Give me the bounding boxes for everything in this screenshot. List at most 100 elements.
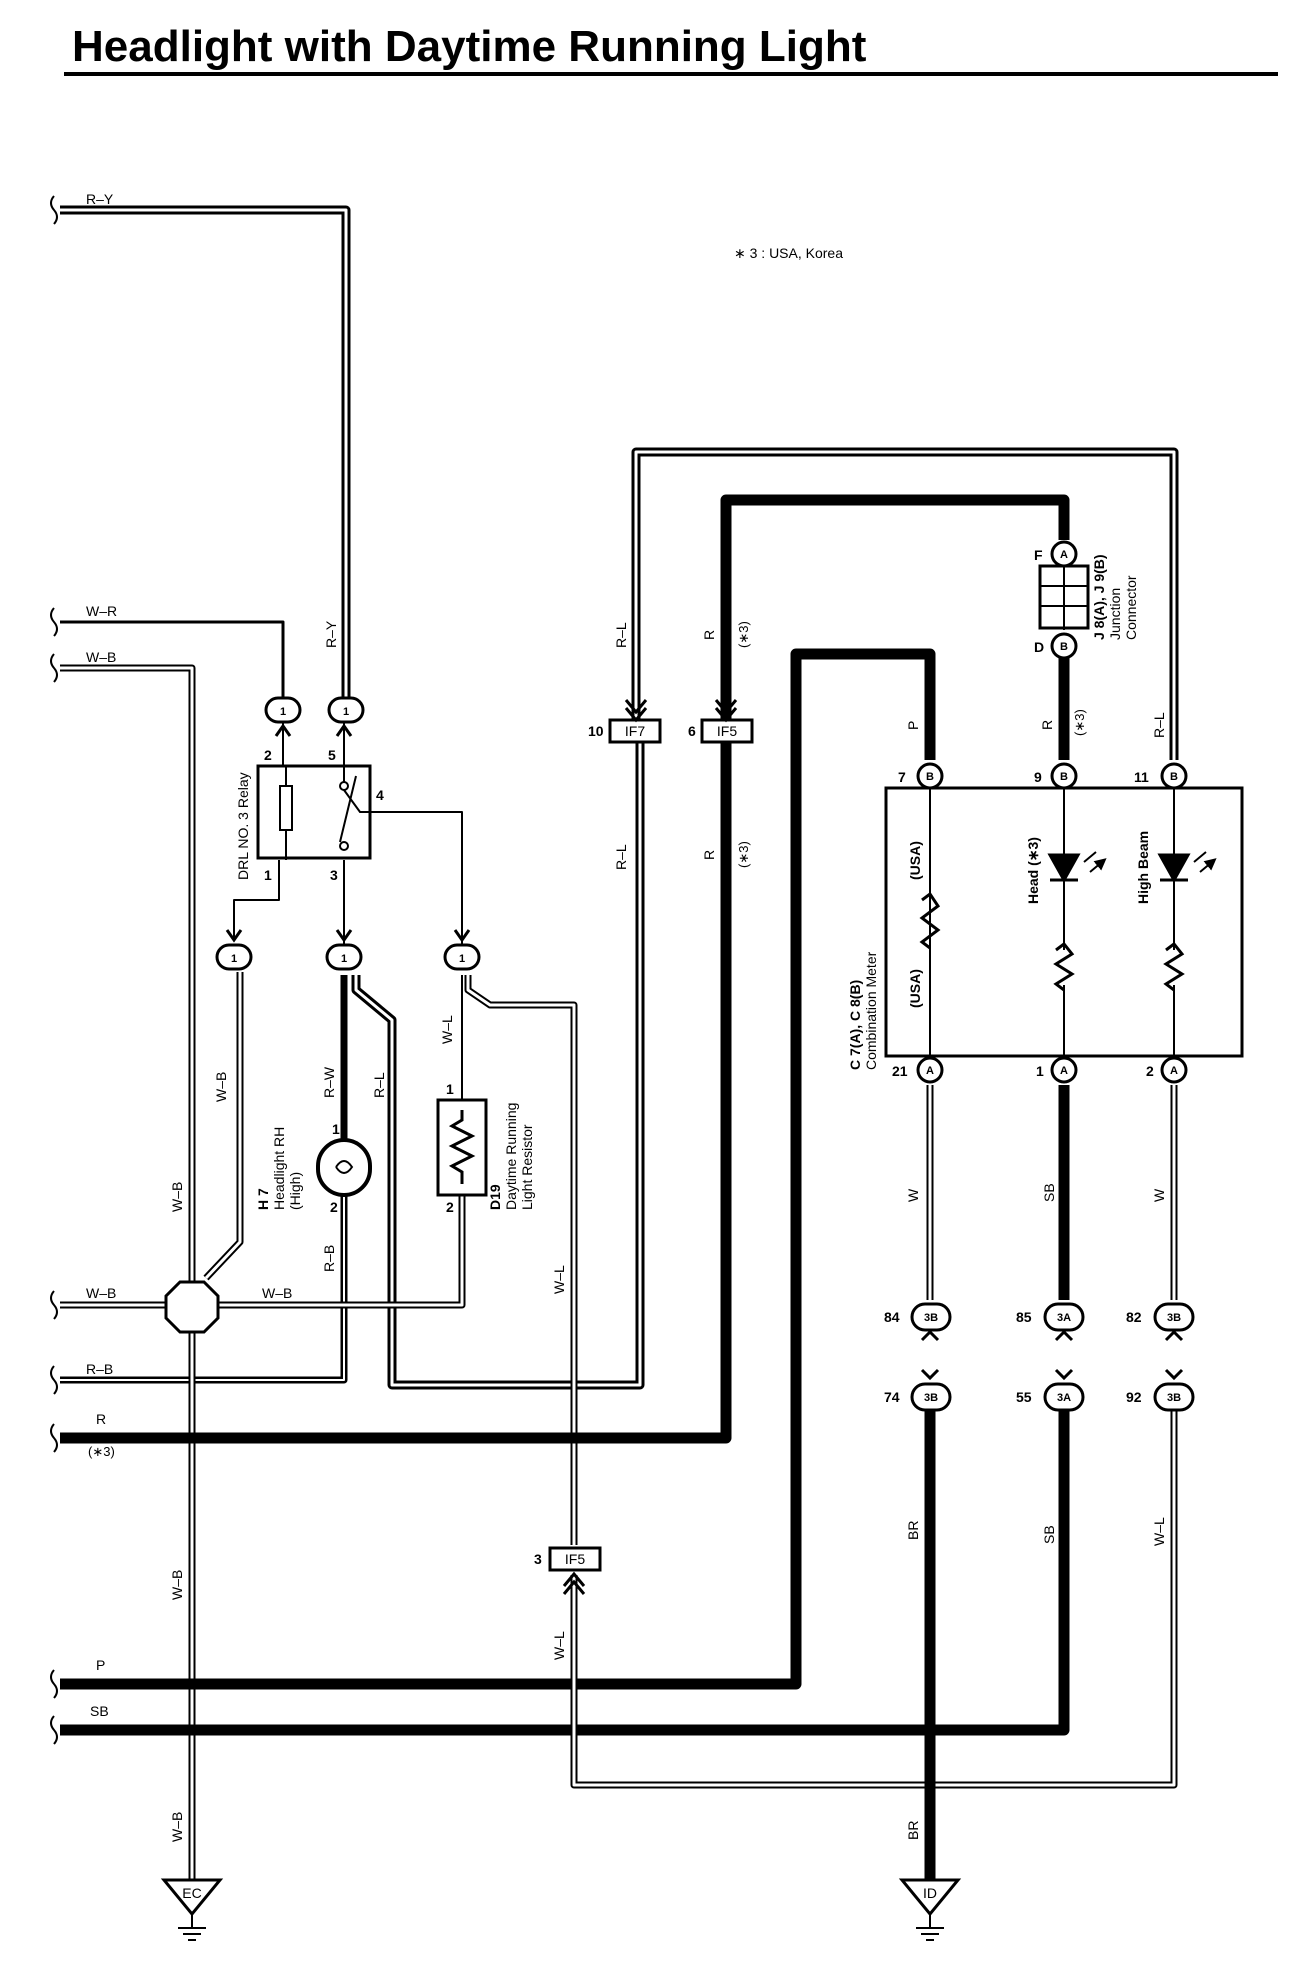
meter-pin-11: 11 — [1134, 769, 1149, 785]
pin-55: 55 — [1016, 1389, 1032, 1405]
conn-m1: A — [1060, 1065, 1068, 1077]
label-wl-1: W–L — [439, 1015, 455, 1044]
label-r-note: (∗3) — [88, 1444, 115, 1459]
jc-name-1: Junction — [1107, 588, 1123, 640]
head-label: Head (∗3) — [1025, 837, 1041, 904]
resistor-name-2: Light Resistor — [519, 1124, 535, 1210]
label-rl-right: R–L — [1151, 712, 1167, 738]
wire-rl-left — [351, 730, 645, 1390]
label-r-mid-note: (∗3) — [736, 841, 751, 868]
pin-if7: 10 — [588, 723, 604, 739]
wire-p — [60, 648, 936, 1690]
wire-relay-1 — [233, 860, 280, 940]
pin-92: 92 — [1126, 1389, 1142, 1405]
label-wl-2: W–L — [551, 1265, 567, 1294]
relay-pin-4: 4 — [376, 787, 384, 803]
title-rule — [64, 72, 1278, 76]
meter-code: C 7(A), C 8(B) — [847, 980, 863, 1070]
conn-if5b: IF5 — [565, 1551, 585, 1567]
pin-82: 82 — [1126, 1309, 1142, 1325]
label-ry-top: R–Y — [86, 191, 114, 207]
label-r-right-note: (∗3) — [1072, 709, 1087, 736]
conn-m2: A — [1170, 1065, 1178, 1077]
ground-id — [898, 1878, 962, 1941]
headlight-pin-1: 1 — [332, 1121, 340, 1137]
resistor-name-1: Daytime Running — [503, 1103, 519, 1210]
relay-name: DRL NO. 3 Relay — [235, 772, 251, 880]
conn-m9: B — [1060, 771, 1068, 783]
meter-pin-9: 9 — [1034, 769, 1042, 785]
drl-resistor — [436, 1098, 488, 1197]
meter-pin-21: 21 — [892, 1063, 908, 1079]
conn-m7: B — [926, 771, 934, 783]
label-br-2: BR — [905, 1821, 921, 1840]
highbeam-label: High Beam — [1135, 831, 1151, 904]
label-r-top-note: (∗3) — [736, 621, 751, 648]
label-wb-lower: W–B — [169, 1182, 185, 1212]
conn-relay-5: 1 — [343, 706, 349, 718]
conn-m11: B — [1170, 771, 1178, 783]
ground-ec-label: EC — [182, 1885, 201, 1901]
wire-junction — [164, 1280, 220, 1334]
pin-if5a: 6 — [688, 723, 696, 739]
jc-code: J 8(A), J 9(B) — [1091, 554, 1107, 640]
conn-jc-a: A — [1060, 549, 1068, 561]
jc-pin-f: F — [1034, 547, 1043, 563]
conn-74: 3B — [924, 1392, 938, 1404]
headlight-sub: (High) — [287, 1172, 303, 1210]
label-ry-vert: R–Y — [323, 620, 339, 648]
conn-55: 3A — [1057, 1392, 1071, 1404]
wire-wr — [60, 620, 285, 706]
usa-label-1: (USA) — [907, 841, 923, 880]
conn-relay-3: 1 — [341, 953, 347, 965]
label-w-2: W — [1151, 1188, 1167, 1202]
note-usa-korea: ∗ 3 : USA, Korea — [734, 245, 843, 261]
wire-wb-vert — [203, 972, 244, 1281]
headlight-pin-2: 2 — [330, 1199, 338, 1215]
label-wl-4: W–L — [1151, 1517, 1167, 1546]
connector-bubbles — [215, 540, 1195, 1572]
relay-pin-3: 3 — [330, 867, 338, 883]
jc-pin-d: D — [1034, 639, 1044, 655]
conn-relay-2: 1 — [280, 706, 286, 718]
pin-84: 84 — [884, 1309, 900, 1325]
label-r-mid: R — [701, 850, 717, 860]
wire-end-marks — [50, 195, 58, 1745]
meter-pin-1: 1 — [1036, 1063, 1044, 1079]
label-wb-top: W–B — [86, 649, 116, 665]
label-br-1: BR — [905, 1521, 921, 1540]
drl-relay — [256, 706, 372, 860]
label-wl-3: W–L — [551, 1631, 567, 1660]
pin-85: 85 — [1016, 1309, 1032, 1325]
relay-pin-1: 1 — [264, 867, 272, 883]
label-w-1: W — [905, 1188, 921, 1202]
label-sb: SB — [90, 1703, 109, 1719]
page-title: Headlight with Daytime Running Light — [72, 22, 867, 71]
meter-name: Combination Meter — [863, 951, 879, 1070]
label-r-right: R — [1039, 720, 1055, 730]
label-rb: R–B — [86, 1361, 113, 1377]
wire-relay-4 — [370, 811, 463, 945]
headlight-code: H 7 — [255, 1188, 271, 1210]
label-wr: W–R — [86, 603, 117, 619]
wire-ry — [60, 205, 351, 710]
wire-sb — [60, 1405, 1070, 1736]
meter-pin-2: 2 — [1146, 1063, 1154, 1079]
label-r-top: R — [701, 630, 717, 640]
label-rw: R–W — [321, 1066, 337, 1098]
label-p-meter: P — [905, 721, 921, 730]
headlight-rh — [316, 1138, 372, 1197]
label-rl-top: R–L — [613, 622, 629, 648]
conn-relay-1: 1 — [231, 953, 237, 965]
relay-pin-5: 5 — [328, 747, 336, 763]
combination-meter — [884, 786, 1244, 1058]
conn-jc-b: B — [1060, 641, 1068, 653]
label-sb-2: SB — [1041, 1525, 1057, 1544]
label-rl-mid: R–L — [613, 844, 629, 870]
conn-92: 3B — [1167, 1392, 1181, 1404]
wire-wb-right — [214, 1195, 466, 1309]
label-wb-vert: W–B — [169, 1570, 185, 1600]
headlight-name: Headlight RH — [271, 1127, 287, 1210]
